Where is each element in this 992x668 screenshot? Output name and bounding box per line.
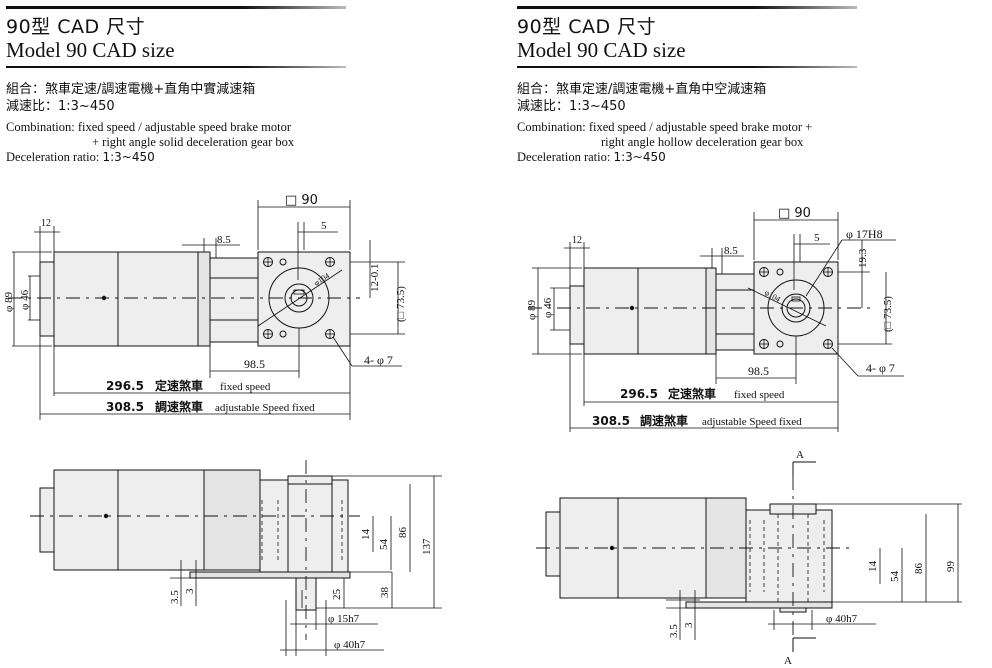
dim-v99: 99 [945,561,957,573]
dim-v25: 25 [331,589,343,601]
left-side-view: 14 54 86 137 25 38 3.5 3 φ 15h7 φ 40h7 [30,460,442,656]
mounting-holes [759,267,833,349]
ratio-en: Deceleration ratio: 1:3~450 [6,150,155,165]
ratio-en-label: Deceleration ratio: [6,150,103,164]
combination-en-line2: right angle hollow deceleration gear box [601,135,804,149]
page-title-en: Model 90 CAD size [6,38,175,62]
dim-v86: 86 [397,527,409,539]
dim-adj-cn: 調速煞車 [640,413,688,428]
dim-v3-5: 3.5 [668,624,680,638]
combination-en-line2: + right angle solid deceleration gear bo… [92,135,295,149]
dim-adj-cn: 調速煞車 [155,399,203,414]
dim-308-5: 308.5 [592,414,630,428]
dim-296-5: 296.5 [106,379,144,393]
dim-holes: 4- φ 7 [364,353,393,367]
dim-fixed-en: fixed speed [734,389,785,401]
dim-v54: 54 [889,571,901,583]
dim-fixed-cn: 定速煞車 [155,378,203,393]
section-a-bottom: A [784,655,792,667]
page-title-cn: 90型 CAD 尺寸 [6,16,146,38]
dim-296-5: 296.5 [620,387,658,401]
dim-v38: 38 [379,587,391,599]
dim-sq73-5: (□ 73.5) [882,296,894,332]
dim-98-5: 98.5 [244,357,265,371]
dim-5: 5 [321,220,327,232]
ratio-en-value: 1:3~450 [102,150,155,164]
combination-cn: 組合：煞車定速/調速電機+直角中實減速箱 [6,82,256,97]
dim-phi40h7: φ 40h7 [826,613,858,625]
page-title-cn: 90型 CAD 尺寸 [517,16,657,38]
dim-phi46: φ 46 [19,289,31,310]
dim-holes: 4- φ 7 [866,361,895,375]
dim-sq73-5: (□ 73.5) [395,286,407,322]
title-rule-bottom [517,66,857,68]
dim-v54: 54 [378,539,390,551]
dim-adj-en: adjustable Speed fixed [702,416,802,428]
combination-cn: 組合：煞車定速/調速電機+直角中空減速箱 [517,82,767,97]
dim-12: 12 [572,235,582,246]
dim-19-3: 19.3 [857,248,869,268]
dim-v3: 3 [683,622,695,628]
mounting-holes [263,257,335,339]
ratio-en-value: 1:3~450 [613,150,666,164]
dim-v14: 14 [867,561,879,573]
dim-phi17h8: φ 17H8 [846,227,883,241]
ratio-cn: 減速比：1:3~450 [6,99,115,114]
dim-phi89: φ 89 [3,291,15,312]
dim-308-5: 308.5 [106,400,144,414]
dim-v137: 137 [421,538,433,555]
dim-98-5: 98.5 [748,364,769,378]
dim-v3: 3 [184,588,196,594]
section-a-top: A [796,449,804,461]
dim-v14: 14 [360,529,372,541]
dim-fixed-cn: 定速煞車 [668,386,716,401]
dim-8-5: 8.5 [724,245,738,257]
left-top-view: φ104 □ 90 5 8.5 12 φ 89 φ 46 12-0.1 [3,193,407,420]
dim-v3-5: 3.5 [169,590,181,604]
dim-phi15h7: φ 15h7 [328,613,360,625]
combination-en-line1: Combination: fixed speed / adjustable sp… [6,120,291,134]
dim-sq90: □ 90 [778,206,811,221]
right-top-view: φ104 □ 90 φ 17H8 5 8.5 12 19.3 φ 89 [526,206,904,432]
title-rule-top [517,6,857,9]
dim-sq90: □ 90 [285,193,318,208]
dim-fixed-en: fixed speed [220,381,271,393]
combination-en-line1: Combination: fixed speed / adjustable sp… [517,120,813,134]
dim-phi40h7: φ 40h7 [334,639,366,651]
dim-phi89: φ 89 [526,299,538,320]
title-rule-bottom [6,66,346,68]
dim-phi46: φ 46 [542,297,554,318]
dim-12: 12 [41,218,51,229]
ratio-en: Deceleration ratio: 1:3~450 [517,150,666,165]
page-title-en: Model 90 CAD size [517,38,686,62]
dim-8-5: 8.5 [217,234,231,246]
dim-5: 5 [814,232,820,244]
ratio-en-label: Deceleration ratio: [517,150,614,164]
gearbox-face [257,251,351,347]
dim-v86: 86 [913,563,925,575]
dim-adj-en: adjustable Speed fixed [215,402,315,414]
title-rule-top [6,6,346,9]
ratio-cn: 減速比：1:3~450 [517,99,626,114]
right-side-view: A A 14 54 86 99 3.5 3 φ 40h7 [536,449,962,667]
dim-12-0-1: 12-0.1 [369,264,381,292]
